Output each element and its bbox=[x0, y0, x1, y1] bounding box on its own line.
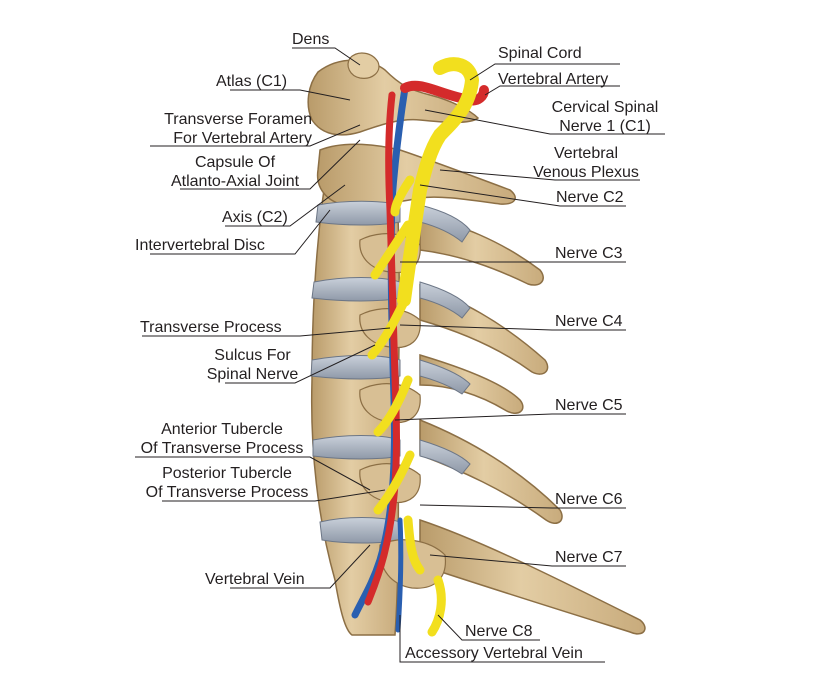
label-intervertebral-disc: Intervertebral Disc bbox=[135, 237, 265, 254]
label-vertebral-artery: Vertebral Artery bbox=[498, 71, 609, 88]
label-posterior-tubercle: Posterior Tubercle Of Transverse Process bbox=[145, 465, 309, 501]
label-nerve-c5: Nerve C5 bbox=[555, 397, 623, 414]
accessory-vertebral-vein bbox=[395, 517, 404, 633]
label-accessory-vein: Accessory Vertebral Vein bbox=[405, 645, 583, 662]
label-nerve-c7: Nerve C7 bbox=[555, 549, 623, 566]
label-atlas: Atlas (C1) bbox=[216, 73, 288, 90]
dens bbox=[347, 52, 380, 79]
label-nerve-c3: Nerve C3 bbox=[555, 245, 623, 262]
label-transverse-process: Transverse Process bbox=[140, 319, 282, 336]
intervertebral-discs bbox=[310, 200, 471, 544]
label-spinal-cord: Spinal Cord bbox=[498, 45, 582, 62]
label-anterior-tubercle: Anterior Tubercle Of Transverse Process bbox=[140, 421, 304, 457]
label-axis: Axis (C2) bbox=[222, 209, 288, 226]
spinal-cord bbox=[397, 57, 480, 307]
label-cervical-nerve: Cervical Spinal Nerve 1 (C1) bbox=[551, 99, 659, 135]
label-vertebral-vein: Vertebral Vein bbox=[205, 571, 305, 588]
label-nerve-c8: Nerve C8 bbox=[465, 623, 533, 640]
leader-lines bbox=[135, 47, 665, 663]
label-sulcus: Sulcus For Spinal Nerve bbox=[206, 347, 299, 383]
label-nerve-c6: Nerve C6 bbox=[555, 491, 623, 508]
vertebral-artery bbox=[364, 91, 400, 606]
label-nerve-c4: Nerve C4 bbox=[555, 313, 623, 330]
spinal-nerves bbox=[367, 175, 446, 637]
label-venous-plexus: Vertebral Venous Plexus bbox=[533, 145, 639, 181]
label-dens: Dens bbox=[292, 31, 330, 48]
label-nerve-c2: Nerve C2 bbox=[556, 189, 624, 206]
label-capsule: Capsule Of Atlanto-Axial Joint bbox=[170, 154, 300, 190]
label-transverse-foramen: Transverse Foramen For Vertebral Artery bbox=[164, 111, 312, 147]
spinous-processes bbox=[419, 214, 646, 635]
